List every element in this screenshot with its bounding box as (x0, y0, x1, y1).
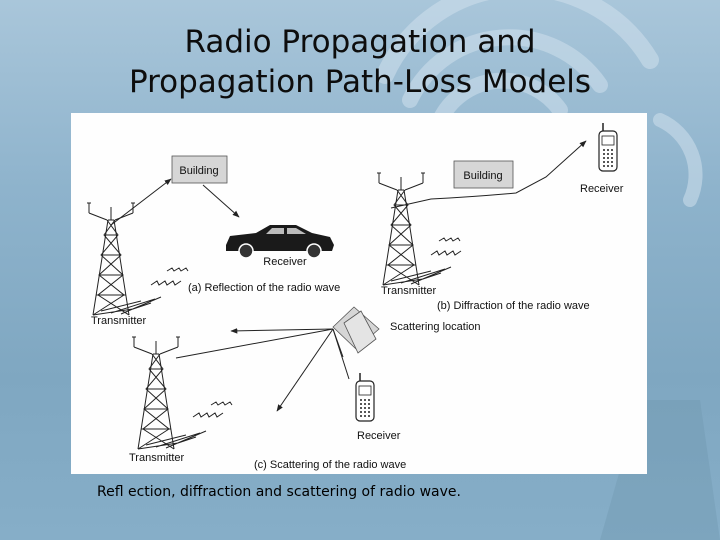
title-line-2: Propagation Path-Loss Models (128, 64, 592, 100)
car-icon (226, 225, 334, 259)
building-a-label: Building (179, 165, 218, 177)
slide-title: Radio Propagation and Propagation Path-L… (40, 22, 680, 102)
panel-a-label: (a) Reflection of the radio wave (188, 282, 340, 294)
building-b (453, 160, 514, 189)
receiver-a-label: Receiver (263, 256, 307, 268)
cell-tower-icon (376, 172, 452, 286)
mobile-phone-icon (598, 122, 618, 172)
panel-reflection: Building Receiver Transmitter (a) Reflec… (86, 155, 340, 327)
receiver-b-label: Receiver (580, 183, 624, 195)
transmitter-a-label: Transmitter (91, 315, 147, 327)
building-b-label: Building (463, 170, 502, 182)
propagation-diagram: Building Receiver Transmitter (a) Reflec… (71, 113, 647, 474)
cell-tower-icon (86, 202, 162, 316)
mobile-phone-icon (355, 372, 375, 422)
building-a (171, 155, 228, 184)
title-line-1: Radio Propagation and (184, 24, 536, 60)
receiver-c-label: Receiver (357, 430, 401, 442)
transmitter-c-label: Transmitter (129, 452, 185, 464)
transmitter-b-label: Transmitter (381, 285, 437, 297)
figure-caption: Refl ection, diffraction and scattering … (97, 484, 461, 500)
scattering-surface (332, 306, 380, 354)
scattering-location-label: Scattering location (390, 321, 481, 333)
cell-tower-icon (131, 336, 207, 450)
panel-c-label: (c) Scattering of the radio wave (254, 459, 406, 471)
panel-diffraction: Building Receiver Transmitter (b) Diffra… (376, 122, 624, 312)
panel-scattering: Scattering location Receiver Transmitter… (129, 306, 481, 471)
panel-b-label: (b) Diffraction of the radio wave (437, 300, 590, 312)
